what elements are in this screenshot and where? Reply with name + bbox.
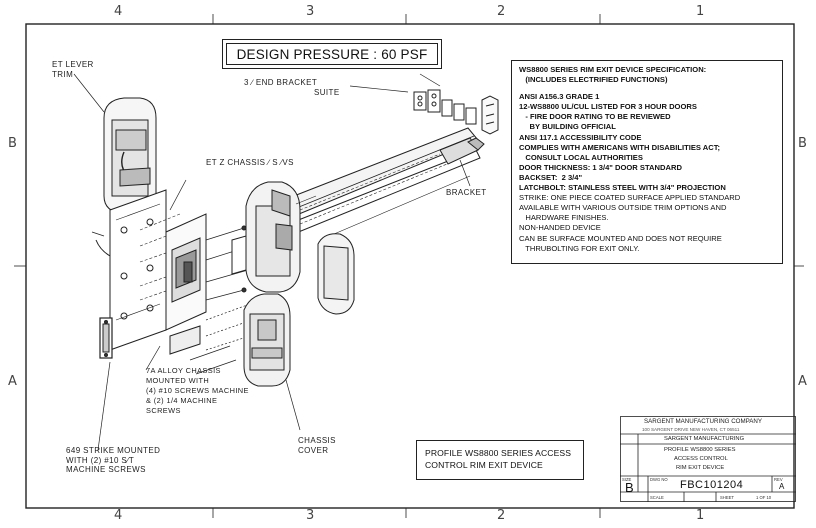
zone-left-b: B [8,136,17,151]
zone-bottom-1: 1 [696,508,705,523]
callout-alloy-chassis: 7A ALLOY CHASSIS MOUNTED WITH (4) #10 SC… [146,366,249,415]
zone-bottom-2: 2 [497,508,506,523]
strike-649 [97,317,113,451]
profile-line-1: PROFILE WS8800 SERIES ACCESS [425,448,572,458]
spec-line: HARDWARE FINISHES. [519,213,609,223]
end-bracket-suite [349,73,499,151]
specification-lines: WS8800 SERIES RIM EXIT DEVICE SPECIFICAT… [519,65,778,254]
company-address: 100 SARGENT DRIVE NEW HAVEN, CT 06511 [642,427,740,432]
chassis-cover [243,293,301,431]
spec-line: COMPLIES WITH AMERICANS WITH DISABILITIE… [519,142,721,152]
title-block-grid [620,416,796,502]
title-block: SARGENT MANUFACTURING COMPANY 100 SARGEN… [620,416,796,502]
zone-right-a: A [798,374,807,389]
mounting-plate [109,189,187,351]
design-pressure-title: DESIGN PRESSURE : 60 PSF [236,46,428,62]
spec-line [519,85,778,92]
product-line: SARGENT MANUFACTURING [664,436,745,442]
spec-line: WS8800 SERIES RIM EXIT DEVICE SPECIFICAT… [519,65,707,74]
rev-value: A [779,482,785,491]
zone-top-3: 3 [306,4,315,19]
zone-top-4: 4 [114,4,123,19]
dwg-no-value: FBC101204 [680,479,744,491]
size-value: B [625,480,634,495]
zone-left-a: A [8,374,17,389]
zone-right-b: B [798,136,807,151]
specification-box: WS8800 SERIES RIM EXIT DEVICE SPECIFICAT… [511,60,783,264]
drawing-title-2: ACCESS CONTROL [674,456,728,462]
spec-line: CONSULT LOCAL AUTHORITIES [519,152,643,162]
company-name: SARGENT MANUFACTURING COMPANY [644,418,763,425]
spec-line: DOOR THICKNESS: 1 3/4" DOOR STANDARD [519,162,682,172]
lever-trim [73,73,157,257]
scale-label: SCALE [650,495,664,500]
zone-top-2: 2 [497,4,506,19]
design-pressure-box: DESIGN PRESSURE : 60 PSF [222,39,442,69]
drawing-title-1: PROFILE WS8800 SERIES [664,447,736,453]
spec-line: ANSI 117.1 ACCESSIBILITY CODE [519,132,642,142]
callout-lever-trim: ET LEVER TRIM [52,60,94,79]
callout-strike: 649 STRIKE MOUNTED WITH (2) #10 S∕T MACH… [66,446,161,474]
spec-line: ANSI A156.3 GRADE 1 [519,92,600,102]
spec-line: THRUBOLTING FOR EXIT ONLY. [519,243,640,253]
sheet-value: 1 OF 10 [756,495,772,500]
spec-line: CAN BE SURFACE MOUNTED AND DOES NOT REQU… [519,233,722,243]
rev-label: REV [774,477,783,482]
callout-bracket: BRACKET [446,188,487,197]
zone-bottom-4: 4 [114,508,123,523]
drawing-title-3: RIM EXIT DEVICE [676,465,725,471]
spec-line: BACKSET: 2 3/4" [519,172,583,182]
zone-ticks [14,14,804,518]
spec-line: (INCLUDES ELECTRIFIED FUNCTIONS) [519,75,668,85]
spec-line: - FIRE DOOR RATING TO BE REVIEWED [519,112,671,122]
zone-bottom-3: 3 [306,508,315,523]
sheet-label: SHEET [720,495,734,500]
profile-line-2: CONTROL RIM EXIT DEVICE [425,460,543,470]
spec-line: BY BUILDING OFFICIAL [519,122,616,132]
zone-top-1: 1 [696,4,705,19]
callout-chassis: ET Z CHASSIS ∕ S ∕VS [206,158,294,167]
spec-line: STRIKE: ONE PIECE COATED SURFACE APPLIED… [519,193,741,203]
latch-bracket [317,159,471,315]
profile-box: PROFILE WS8800 SERIES ACCESS CONTROL RIM… [416,440,584,480]
spec-line: LATCHBOLT: STAINLESS STEEL WITH 3/4" PRO… [519,183,726,193]
spec-line: AVAILABLE WITH VARIOUS OUTSIDE TRIM OPTI… [519,203,727,213]
dwg-no-label: DWG NO [650,477,668,482]
spec-line: NON-HANDED DEVICE [519,223,601,233]
callout-end-bracket: 3 ∕ END BRACKET SUITE [244,78,340,97]
callout-chassis-cover: CHASSIS COVER [298,436,336,455]
et-chassis-housing [231,181,317,293]
chassis-mechanism [165,213,257,375]
spec-line: 12-WS8800 UL/CUL LISTED FOR 3 HOUR DOORS [519,102,697,112]
size-label: SIZE [622,477,632,482]
